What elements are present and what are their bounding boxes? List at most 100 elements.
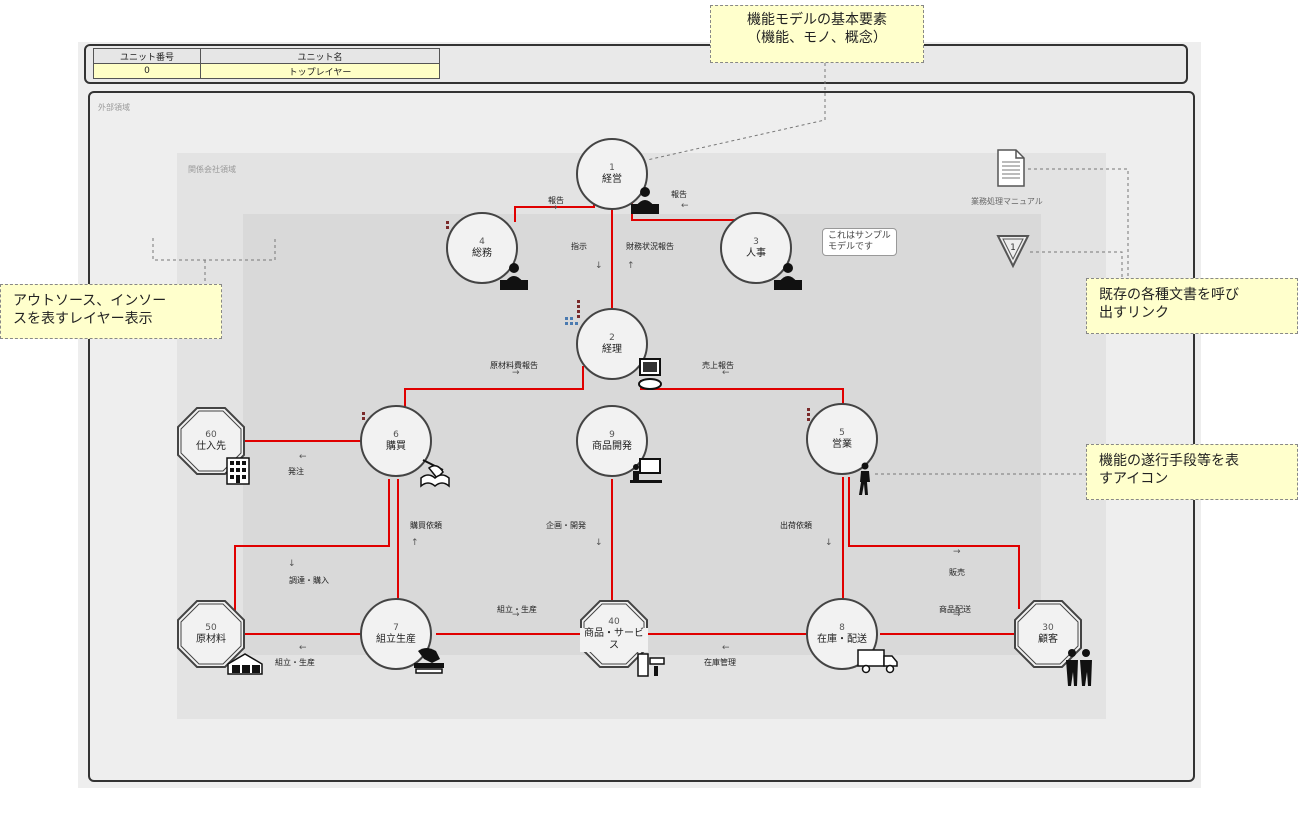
document-icon[interactable]: [996, 148, 1026, 188]
computer-icon: [638, 358, 662, 390]
node-6-indicator: [362, 412, 365, 422]
node-50-raw-materials[interactable]: 50 原材料: [177, 600, 245, 668]
node-number: 1: [609, 163, 615, 173]
flow-label-purchase-request: 購買依頼: [410, 521, 442, 530]
unit-name-header: ユニット名: [200, 48, 440, 64]
callout-document-link: 既存の各種文書を呼び 出すリンク: [1086, 278, 1298, 334]
callout-line: 機能の遂行手段等を表: [1099, 453, 1239, 469]
flow-label-assembly-1: 組立・生産: [497, 605, 537, 614]
flow-arrow: →: [512, 368, 520, 378]
node-3-human-resources[interactable]: 3 人事: [720, 212, 792, 284]
manual-label[interactable]: 業務処理マニュアル: [971, 197, 1043, 206]
link-2-6: [404, 366, 584, 410]
node-label: 総務: [472, 248, 492, 259]
node-label: 顧客: [1038, 634, 1058, 645]
node-label: 原材料: [196, 634, 226, 645]
flow-arrow: ↓: [595, 261, 603, 271]
flow-label-sales-report: 売上報告: [702, 361, 734, 370]
node-2-indicator: [577, 300, 580, 320]
outer-layer-label: 外部領域: [98, 103, 130, 112]
flow-arrow: ↑: [411, 538, 419, 548]
node-30-customer[interactable]: 30 顧客: [1014, 600, 1082, 668]
node-4-general-affairs[interactable]: 4 総務: [446, 212, 518, 284]
production-machine-icon: [637, 653, 665, 677]
node-number: 4: [479, 237, 485, 247]
callout-line: （機能、モノ、概念）: [747, 30, 887, 46]
bubble-line: これはサンプル: [828, 231, 891, 241]
unit-name-value[interactable]: トップレイヤー: [200, 63, 440, 79]
flow-label-inventory: 在庫管理: [704, 658, 736, 667]
callout-line: アウトソース、インソー: [13, 293, 167, 309]
drill-machine-icon: [414, 648, 444, 674]
unit-number-value[interactable]: 0: [93, 63, 201, 79]
leader-basic: [646, 63, 826, 161]
node-label: 経営: [602, 174, 622, 185]
unit-table: ユニット番号 ユニット名 0 トップレイヤー: [93, 48, 440, 79]
node-number: 3: [753, 237, 759, 247]
related-layer-label: 関係会社領域: [188, 165, 236, 174]
link-marker-number: 1: [1010, 243, 1016, 253]
flow-arrow: →: [512, 610, 520, 620]
node-number: 2: [609, 333, 615, 343]
presenter-icon: [630, 458, 662, 483]
leader-layer: [152, 238, 276, 261]
callout-line: 既存の各種文書を呼び: [1099, 287, 1239, 303]
node-2-accounting[interactable]: 2 経理: [576, 308, 648, 380]
flow-arrow: ←: [681, 201, 689, 211]
person-at-desk-icon: [631, 187, 659, 214]
callout-icon-meaning: 機能の遂行手段等を表 すアイコン: [1086, 444, 1298, 500]
node-5-indicator: [807, 408, 810, 423]
flow-label-material-cost-report: 原材料費報告: [490, 361, 538, 370]
node-number: 6: [393, 430, 399, 440]
callout-line: 機能モデルの基本要素: [747, 12, 887, 28]
grid-icon: [565, 317, 578, 325]
flow-label-financial-report: 財務状況報告: [626, 242, 674, 251]
truck-icon: [857, 649, 898, 674]
node-label: 組立生産: [376, 634, 416, 645]
node-40-products-services[interactable]: 40 商品・サービス: [580, 600, 648, 668]
node-1-management[interactable]: 1 経営: [576, 138, 648, 210]
node-label: 仕入先: [196, 441, 226, 452]
node-number: 40: [608, 617, 620, 627]
link-2-5: [640, 380, 844, 404]
outer-layer-frame: [88, 91, 1195, 782]
node-label: 在庫・配送: [817, 634, 867, 645]
callout-basic-elements: 機能モデルの基本要素 （機能、モノ、概念）: [710, 5, 924, 63]
flow-arrow: ↓: [825, 538, 833, 548]
node-label: 商品開発: [592, 441, 632, 452]
flow-arrow: ←: [722, 368, 730, 378]
bubble-line: モデルです: [828, 242, 874, 252]
node-4-indicator: [446, 221, 449, 231]
person-at-desk-icon: [500, 263, 528, 290]
factory-building-icon: [226, 457, 250, 485]
node-6-purchasing[interactable]: 6 購買: [360, 405, 432, 477]
callout-line: すアイコン: [1099, 471, 1169, 487]
flow-label-shipping-request: 出荷依頼: [780, 521, 812, 530]
person-at-desk-icon: [774, 263, 802, 290]
callout-line: 出すリンク: [1099, 305, 1169, 321]
walking-person-icon: [859, 462, 870, 495]
callout-line: スを表すレイヤー表示: [13, 311, 153, 327]
flow-label-report-3-1: 報告: [671, 190, 687, 199]
callout-layer-display: アウトソース、インソー スを表すレイヤー表示: [0, 284, 222, 339]
flow-arrow: →: [550, 203, 558, 213]
node-7-assembly-production[interactable]: 7 組立生産: [360, 598, 432, 670]
flow-label-procurement: 調達・購入: [289, 576, 329, 585]
flow-arrow: ←: [299, 452, 307, 462]
node-number: 30: [1042, 623, 1054, 633]
node-number: 5: [839, 428, 845, 438]
triangle-link-icon[interactable]: 1: [996, 233, 1030, 269]
flow-label-report-4-1: 報告: [548, 196, 564, 205]
node-number: 60: [205, 430, 217, 440]
node-label: 商品・サービス: [580, 628, 648, 652]
flow-arrow: ←: [722, 643, 730, 653]
flow-arrow: ←: [299, 643, 307, 653]
leader-link-2: [1030, 251, 1123, 278]
node-number: 9: [609, 430, 615, 440]
warehouse-icon: [227, 653, 263, 675]
flow-label-assembly-2: 組立・生産: [275, 658, 315, 667]
flow-label-planning: 企画・開発: [546, 521, 586, 530]
flow-arrow: →: [953, 547, 961, 557]
node-label: 購買: [386, 441, 406, 452]
